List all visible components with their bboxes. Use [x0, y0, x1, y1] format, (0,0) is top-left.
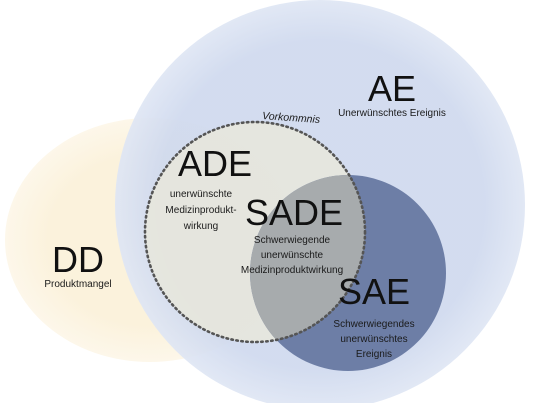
- sae-desc-line-1: Schwerwiegendes: [333, 319, 414, 330]
- dd-desc-line-1: Produktmangel: [44, 279, 111, 290]
- ade-desc-line-3: wirkung: [183, 221, 218, 232]
- dd-abbr: DD: [52, 239, 104, 280]
- sae-desc-line-3: Ereignis: [356, 349, 392, 360]
- sade-desc-line-3: Medizinproduktwirkung: [241, 265, 343, 276]
- sae-abbr: SAE: [338, 271, 410, 312]
- ae-desc-line-1: Unerwünschtes Ereignis: [338, 108, 446, 119]
- vorkommnis-dotted-boundary: [143, 120, 367, 344]
- sae-desc-line-2: unerwünschtes: [340, 334, 407, 345]
- ae-abbr: AE: [368, 68, 416, 109]
- ade-abbr: ADE: [178, 143, 252, 184]
- ade-desc-line-2: Medizinprodukt-: [165, 205, 236, 216]
- sade-desc-line-2: unerwünschte: [261, 250, 324, 261]
- sade-abbr: SADE: [245, 192, 343, 233]
- ade-desc-line-1: unerwünschte: [170, 189, 233, 200]
- sade-desc-line-1: Schwerwiegende: [254, 235, 331, 246]
- vorkommnis-label: Vorkommnis: [262, 110, 321, 126]
